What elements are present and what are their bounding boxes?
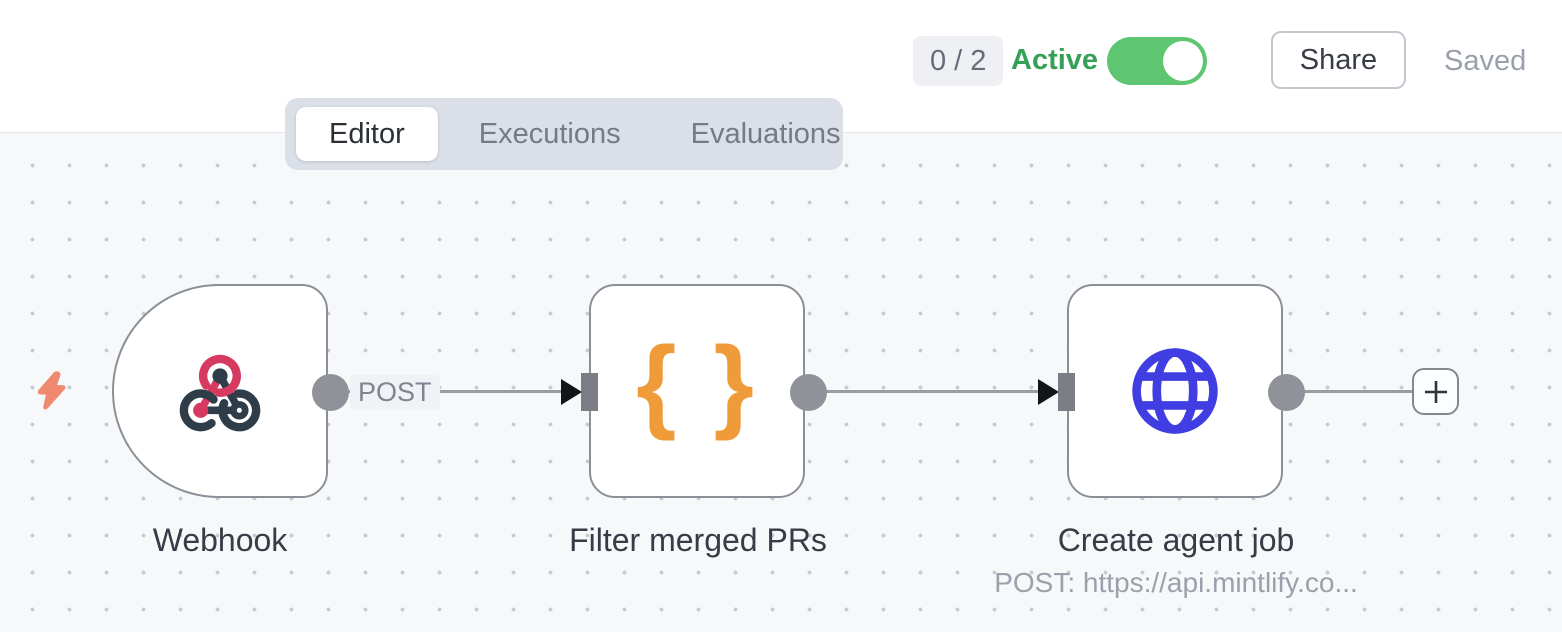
output-connector[interactable] xyxy=(1268,374,1305,411)
share-button-label: Share xyxy=(1299,43,1378,76)
output-connector[interactable] xyxy=(790,374,827,411)
node-subtitle: POST: https://api.mintlify.co... xyxy=(994,567,1358,598)
connection-arrow-icon xyxy=(1038,379,1059,405)
tab-executions-label: Executions xyxy=(478,117,621,150)
counter-badge: 0 / 2 xyxy=(913,36,1004,86)
node-webhook[interactable] xyxy=(112,284,328,498)
tab-executions[interactable]: Executions xyxy=(444,107,656,161)
tab-evaluations[interactable]: Evaluations xyxy=(656,107,876,161)
code-braces-icon: { } xyxy=(636,326,758,442)
workflow-canvas[interactable]: POST Webhook xyxy=(0,133,1562,632)
toggle-knob xyxy=(1163,41,1203,81)
node-label: Filter merged PRs xyxy=(569,522,827,558)
save-status: Saved xyxy=(1444,45,1527,77)
node-filter-merged-prs[interactable]: { } xyxy=(589,284,805,498)
share-button[interactable]: Share xyxy=(1271,31,1406,89)
view-tabbar: Editor Executions Evaluations xyxy=(285,98,843,170)
active-toggle[interactable] xyxy=(1107,37,1207,85)
connection-line[interactable] xyxy=(340,390,562,393)
input-connector xyxy=(581,373,598,411)
node-create-agent-job[interactable] xyxy=(1067,284,1283,498)
globe-icon xyxy=(1132,348,1218,434)
node-label: Webhook xyxy=(152,522,288,558)
active-toggle-label: Active xyxy=(1011,44,1099,76)
output-connector[interactable] xyxy=(312,374,349,411)
plus-icon xyxy=(1424,380,1447,403)
tab-editor-label: Editor xyxy=(329,117,405,150)
connection-line[interactable] xyxy=(1295,390,1413,393)
trigger-bolt-icon xyxy=(33,371,71,416)
node-label: Create agent job xyxy=(1057,522,1295,558)
connection-arrow-icon xyxy=(561,379,582,405)
tab-editor[interactable]: Editor xyxy=(296,107,438,161)
input-connector xyxy=(1058,373,1075,411)
connection-line[interactable] xyxy=(818,390,1042,393)
webhook-icon xyxy=(179,354,261,432)
add-node-button[interactable] xyxy=(1412,368,1459,415)
tab-evaluations-label: Evaluations xyxy=(690,117,841,150)
connection-label-post: POST xyxy=(350,375,440,410)
